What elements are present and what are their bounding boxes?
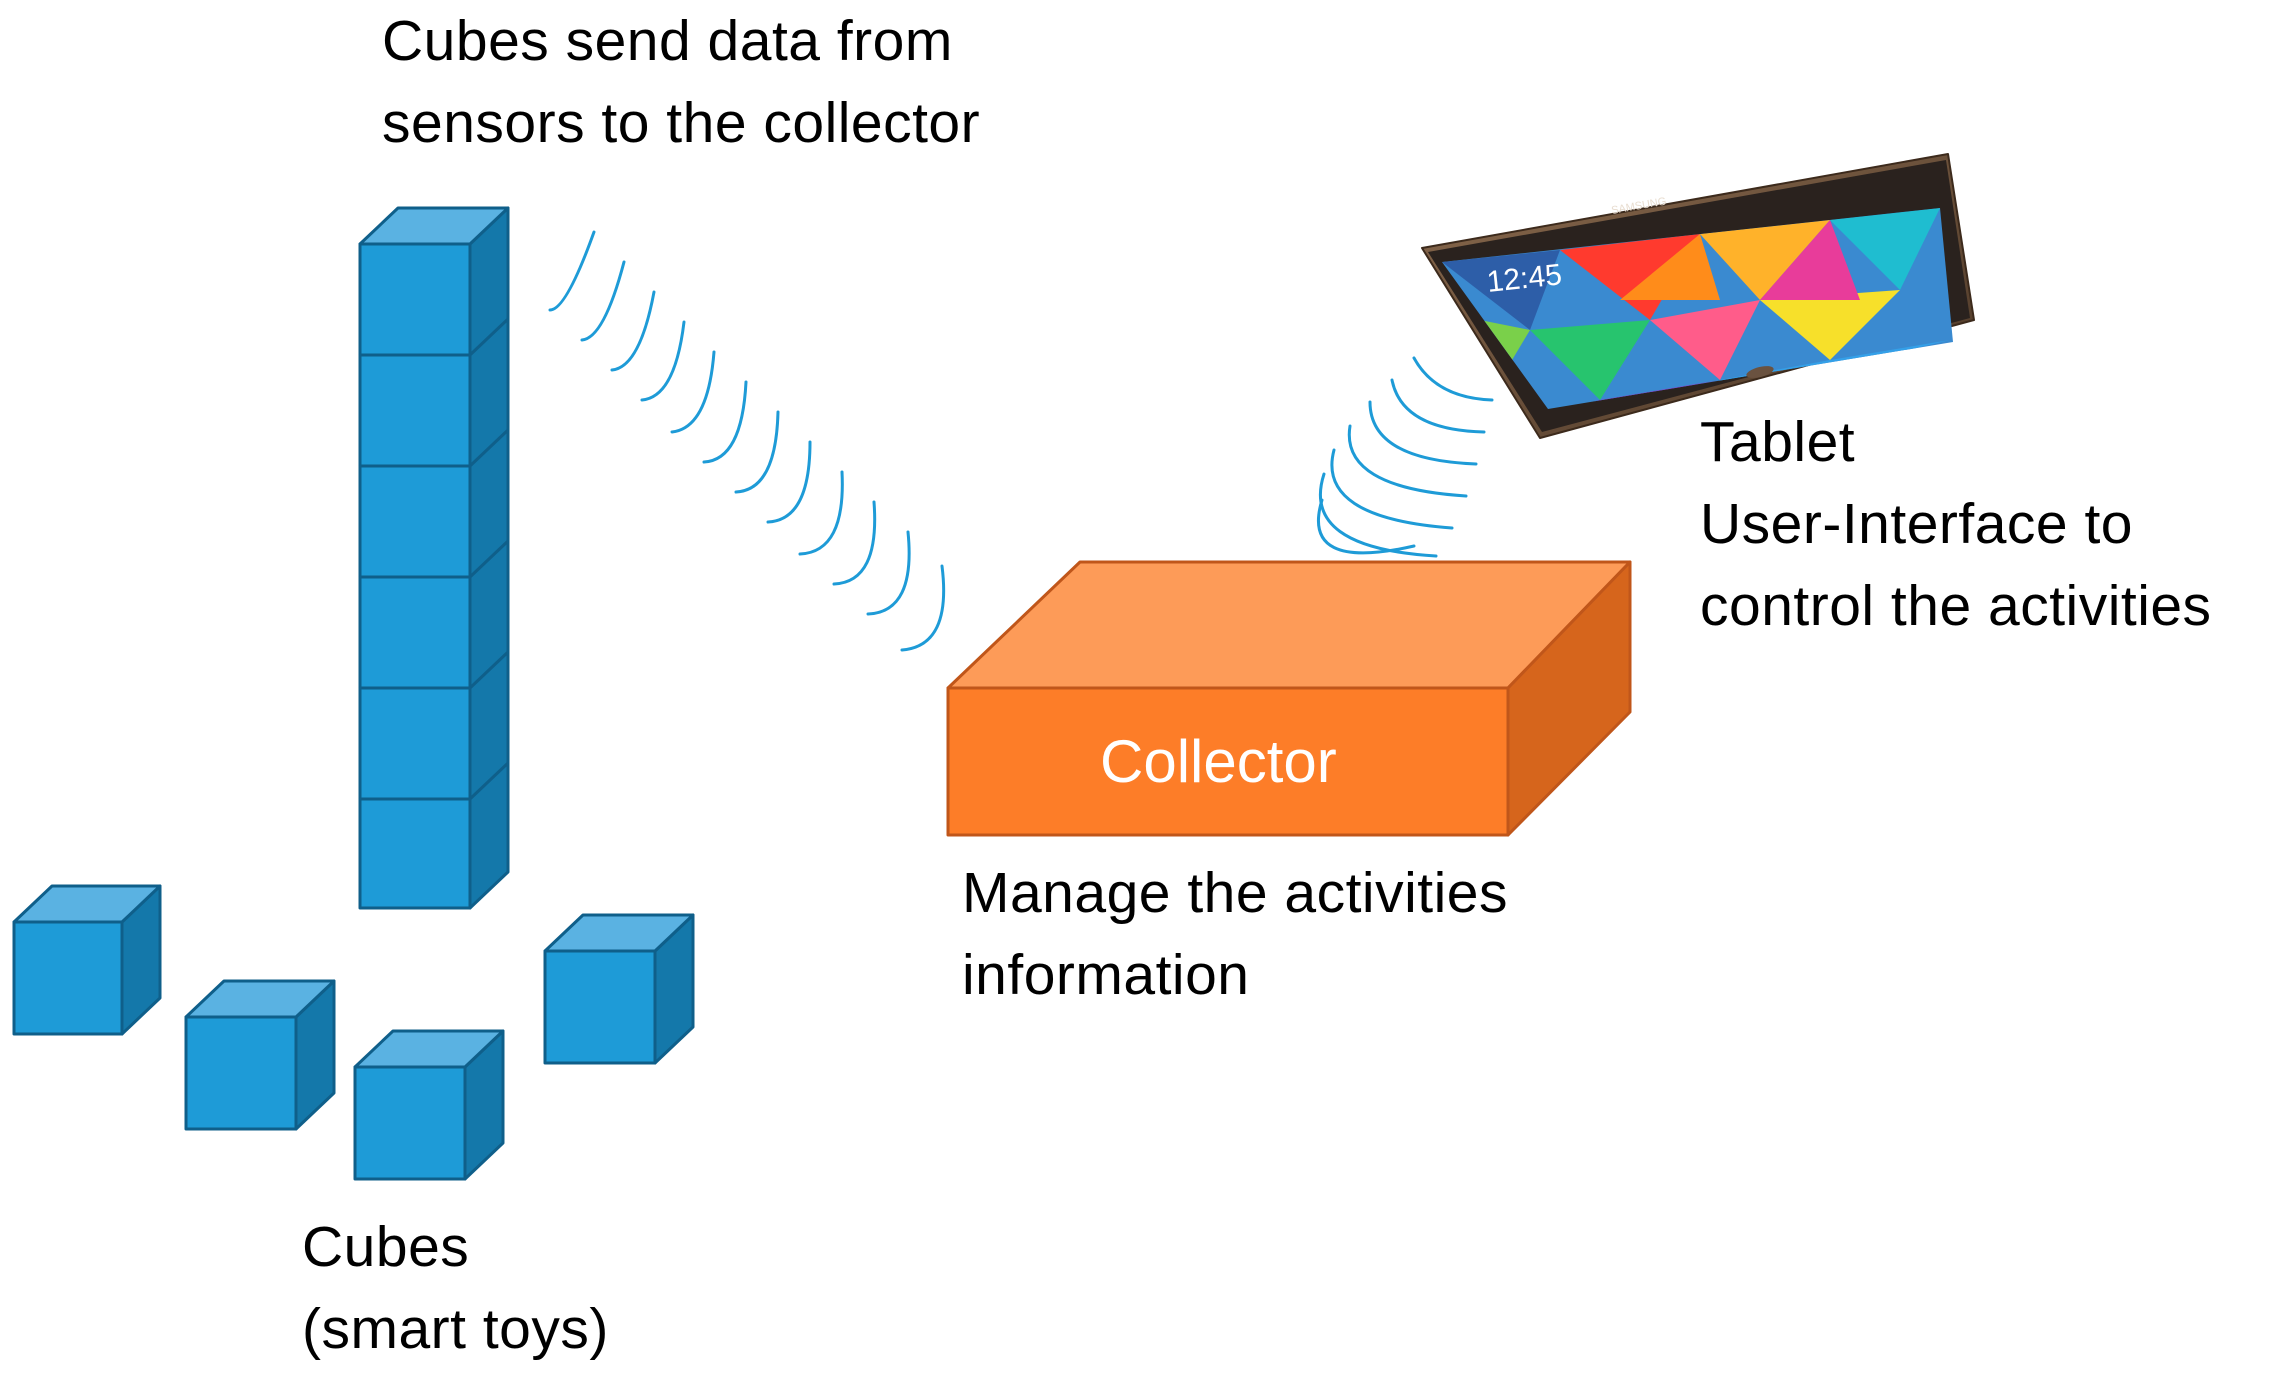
tablet-home-button bbox=[1746, 366, 1774, 378]
loose-cubes bbox=[12, 884, 695, 1181]
tower-cube-2 bbox=[358, 353, 472, 468]
tower-cube-1 bbox=[358, 242, 472, 357]
loose-cube-2 bbox=[184, 979, 336, 1131]
cubes-send-line-2: sensors to the collector bbox=[382, 91, 981, 155]
wireless-waves-cubes bbox=[548, 230, 946, 652]
collector-front bbox=[946, 686, 1510, 837]
manage-line-1: Manage the activities bbox=[962, 861, 1508, 925]
manage-label: Manage the activities information bbox=[962, 852, 1508, 1016]
cubes-send-line-1: Cubes send data from bbox=[382, 9, 953, 73]
tower-cube-5 bbox=[358, 686, 472, 801]
tower-cube-6 bbox=[358, 797, 472, 910]
tower-cube-4 bbox=[358, 575, 472, 690]
collector-label: Collector bbox=[1100, 728, 1337, 795]
loose-cube-1 bbox=[12, 884, 162, 1036]
tower-cube-3 bbox=[358, 464, 472, 579]
tablet-clock: 12:45 bbox=[1485, 258, 1563, 299]
tablet-label: Tablet User-Interface to control the act… bbox=[1700, 401, 2212, 647]
manage-line-2: information bbox=[962, 943, 1250, 1007]
cubes-line-2: (smart toys) bbox=[302, 1297, 609, 1361]
cubes-line-1: Cubes bbox=[302, 1215, 470, 1279]
cube-tower bbox=[358, 206, 510, 910]
cubes-send-label: Cubes send data from sensors to the coll… bbox=[382, 0, 980, 164]
tablet-device: 12:45 SAMSUNG bbox=[1421, 153, 1975, 439]
cubes-label: Cubes (smart toys) bbox=[302, 1206, 609, 1370]
tablet-title: Tablet bbox=[1700, 410, 1856, 474]
loose-cube-3 bbox=[353, 1029, 505, 1181]
collector-box bbox=[946, 560, 1632, 837]
wireless-waves-tablet bbox=[1316, 356, 1494, 558]
loose-cube-4 bbox=[543, 913, 695, 1065]
tablet-description-line-2: control the activities bbox=[1700, 574, 2212, 638]
tablet-description-line-1: User-Interface to bbox=[1700, 492, 2133, 556]
